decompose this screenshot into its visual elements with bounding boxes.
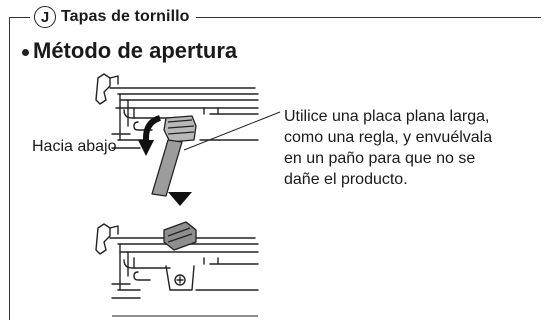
lifted-screw-cap — [163, 221, 197, 251]
curved-down-arrow-icon — [138, 115, 161, 156]
method-title: Método de apertura — [33, 38, 238, 63]
flat-plate-tool — [151, 139, 183, 197]
frame-left-border — [9, 17, 10, 320]
lower-unit-drawing — [95, 223, 259, 299]
triangle-down-icon — [168, 192, 192, 206]
direction-label: Hacia abajo — [32, 138, 117, 155]
section-badge-letter: J — [40, 8, 50, 26]
upper-unit-drawing — [95, 73, 259, 149]
section-title: Tapas de tornillo — [61, 8, 190, 25]
frame-top-border — [9, 17, 541, 18]
bullet-icon — [22, 48, 29, 56]
instruction-text: Utilice una placa plana larga, como una … — [284, 108, 493, 188]
method-heading: Método de apertura — [22, 38, 237, 64]
screw-cap — [163, 115, 197, 143]
section-badge: J — [34, 6, 56, 28]
section-header: J Tapas de tornillo — [30, 4, 196, 30]
leader-line — [183, 111, 281, 151]
